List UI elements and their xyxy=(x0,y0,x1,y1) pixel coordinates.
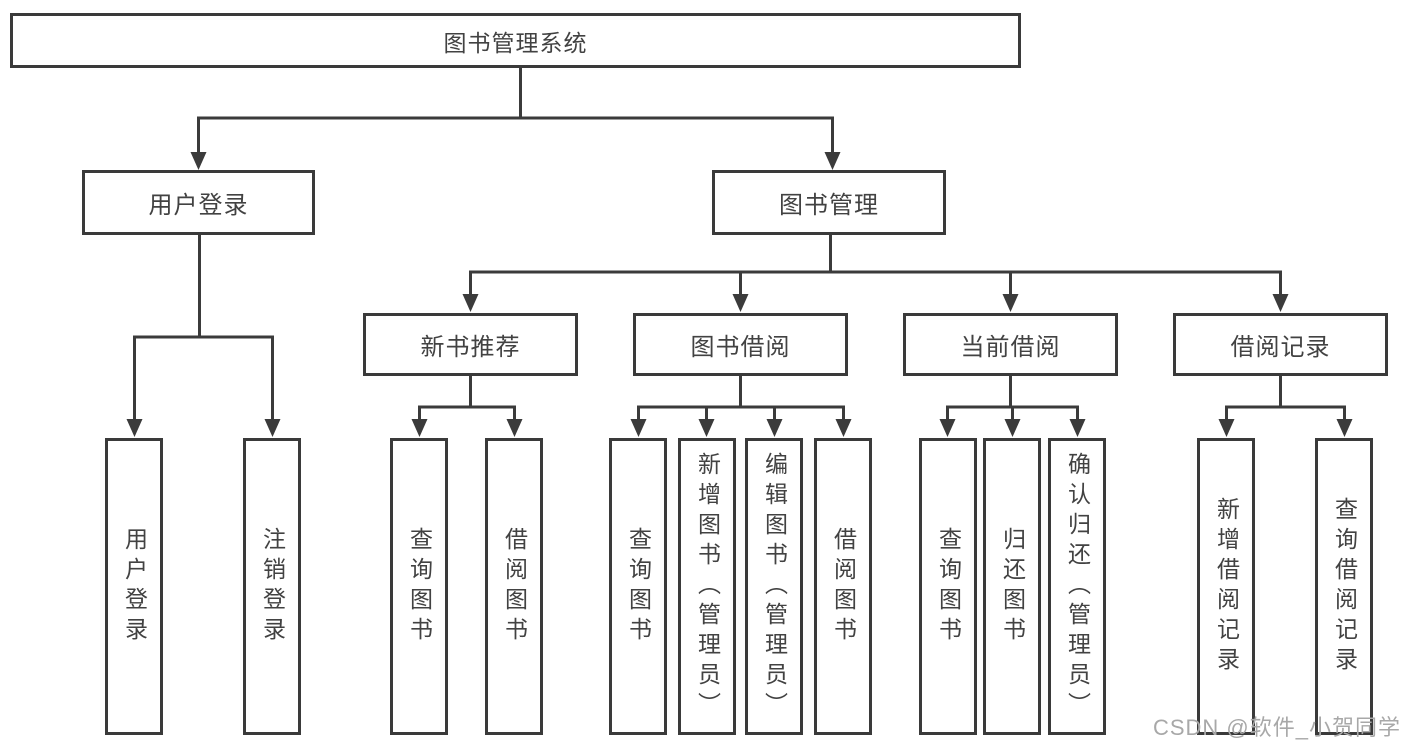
node-label: 用户登录 xyxy=(148,192,249,219)
leaf-label: 确认归还（管理员） xyxy=(1064,451,1091,722)
node-root-system: 图书管理系统 xyxy=(10,13,1021,68)
arrow-down-icon xyxy=(1002,294,1019,312)
arrow-down-icon xyxy=(462,294,479,312)
leaf-query-books-recommendation: 查询图书 xyxy=(390,438,448,735)
node-book-management: 图书管理 xyxy=(712,170,946,235)
arrow-down-icon xyxy=(1272,294,1289,312)
leaf-label: 查询图书 xyxy=(625,526,652,647)
arrow-down-icon xyxy=(1218,419,1235,437)
node-label: 图书管理 xyxy=(779,192,879,219)
arrow-down-icon xyxy=(190,152,207,170)
connector-bookborrow-to-leaves xyxy=(637,376,845,419)
connector-borrowrecords-to-leaves xyxy=(1225,376,1346,419)
node-book-borrowing: 图书借阅 xyxy=(633,313,848,376)
leaf-label: 编辑图书（管理员） xyxy=(761,451,788,722)
arrow-down-icon xyxy=(824,152,841,170)
leaf-query-books-borrowing: 查询图书 xyxy=(609,438,667,735)
csdn-watermark: CSDN @软件_小贺同学 xyxy=(1152,715,1401,740)
node-new-book-recommendation: 新书推荐 xyxy=(363,313,578,376)
node-current-borrowing: 当前借阅 xyxy=(903,313,1118,376)
connector-currentborrow-to-leaves xyxy=(946,376,1079,419)
leaf-logout: 注销登录 xyxy=(243,438,301,735)
leaf-query-books-current: 查询图书 xyxy=(919,438,977,735)
leaf-confirm-return-admin: 确认归还（管理员） xyxy=(1048,438,1106,735)
leaf-label: 归还图书 xyxy=(999,526,1026,647)
leaf-label: 用户登录 xyxy=(121,526,148,647)
leaf-label: 借阅图书 xyxy=(830,526,857,647)
leaf-borrow-books-borrowing: 借阅图书 xyxy=(814,438,872,735)
arrow-down-icon xyxy=(1336,419,1353,437)
leaf-label: 查询图书 xyxy=(406,526,433,647)
leaf-borrow-books-recommendation: 借阅图书 xyxy=(485,438,543,735)
leaf-add-books-admin: 新增图书（管理员） xyxy=(678,438,736,735)
leaf-label: 注销登录 xyxy=(259,526,286,647)
leaf-edit-books-admin: 编辑图书（管理员） xyxy=(745,438,803,735)
leaf-add-borrowing-record: 新增借阅记录 xyxy=(1197,438,1255,735)
leaf-user-login: 用户登录 xyxy=(105,438,163,735)
leaf-label: 新增图书（管理员） xyxy=(694,451,721,722)
arrow-down-icon xyxy=(732,294,749,312)
connector-userlogin-to-leaves xyxy=(133,235,274,419)
connector-bookmgmt-to-level3 xyxy=(469,235,1282,294)
connector-newbookrec-to-leaves xyxy=(418,376,516,419)
arrow-down-icon xyxy=(766,419,783,437)
arrow-down-icon xyxy=(411,419,428,437)
arrow-down-icon xyxy=(126,419,143,437)
leaf-label: 查询借阅记录 xyxy=(1331,496,1358,677)
node-user-login: 用户登录 xyxy=(82,170,315,235)
node-label: 当前借阅 xyxy=(960,334,1061,361)
node-label: 借阅记录 xyxy=(1230,334,1331,361)
leaf-label: 查询图书 xyxy=(935,526,962,647)
node-label: 图书管理系统 xyxy=(443,29,588,56)
arrow-down-icon xyxy=(939,419,956,437)
arrow-down-icon xyxy=(698,419,715,437)
arrow-down-icon xyxy=(835,419,852,437)
leaf-label: 新增借阅记录 xyxy=(1213,496,1240,677)
node-label: 图书借阅 xyxy=(690,334,791,361)
arrow-down-icon xyxy=(1004,419,1021,437)
arrow-down-icon xyxy=(506,419,523,437)
arrow-down-icon xyxy=(1069,419,1086,437)
node-label: 新书推荐 xyxy=(420,334,521,361)
leaf-label: 借阅图书 xyxy=(501,526,528,647)
arrow-down-icon xyxy=(264,419,281,437)
arrow-down-icon xyxy=(630,419,647,437)
connector-root-to-level2 xyxy=(197,68,834,152)
leaf-query-borrowing-record: 查询借阅记录 xyxy=(1315,438,1373,735)
leaf-return-books: 归还图书 xyxy=(983,438,1041,735)
node-borrowing-records: 借阅记录 xyxy=(1173,313,1388,376)
